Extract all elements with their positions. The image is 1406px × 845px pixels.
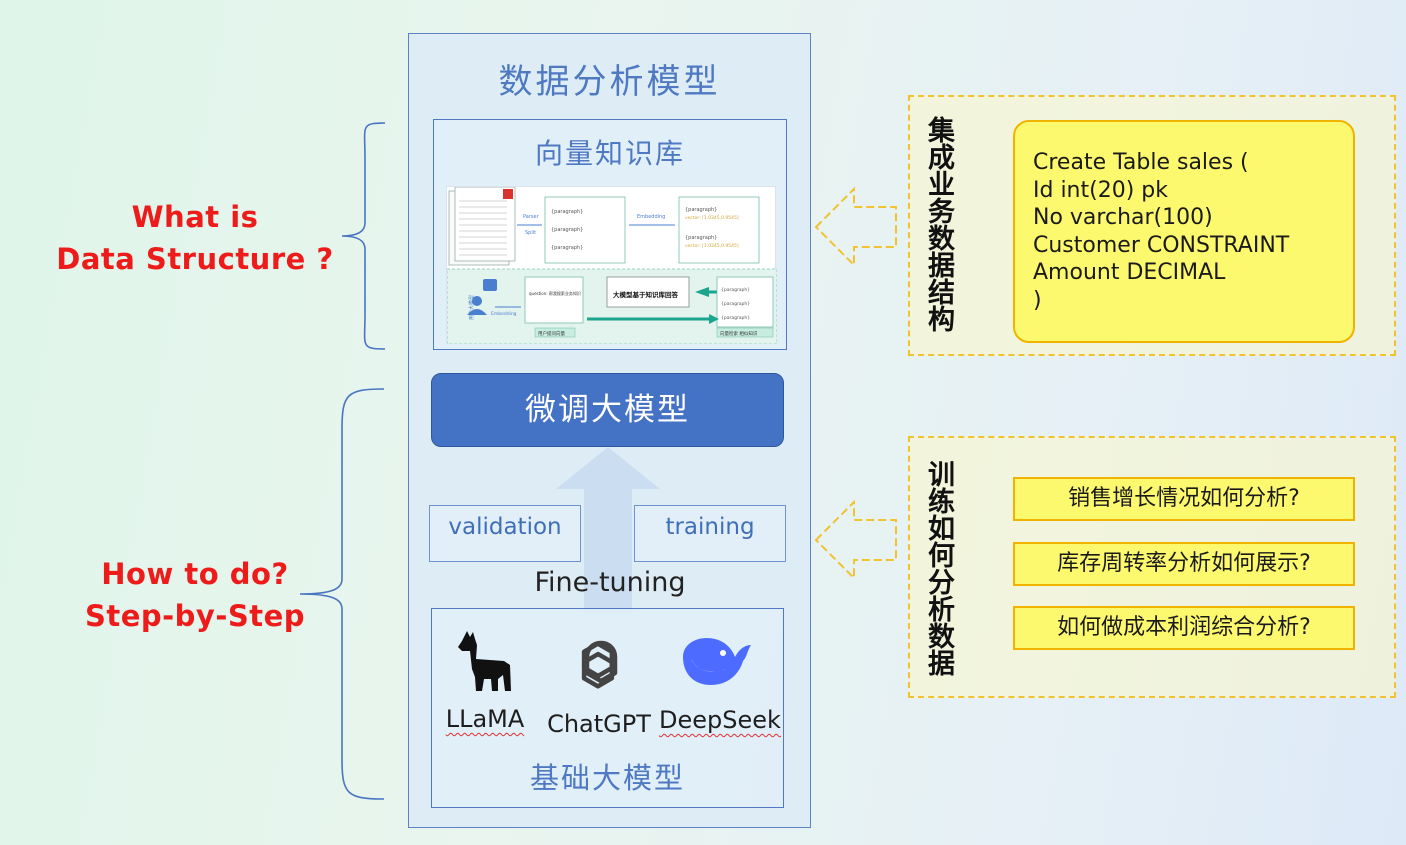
training-box: training: [634, 505, 786, 562]
chatgpt-label: ChatGPT: [547, 710, 651, 738]
code-line-6: ): [1033, 287, 1042, 313]
rag-diagram-image: Parser Split {paragraph} {paragraph} {pa…: [446, 186, 778, 345]
training-question-1: 销售增长情况如何分析?: [1013, 477, 1355, 521]
how-to-question: How to do? Step-by-Step: [50, 553, 340, 637]
query-text: question: 帮我搜索业务知识: [529, 290, 581, 296]
llama-icon: [458, 631, 511, 691]
embedding-bottom-label: Embedding: [491, 311, 517, 317]
retrieved-paragraph-3: {paragraph}: [721, 315, 750, 321]
deepseek-label: DeepSeek: [659, 706, 781, 734]
paragraph-2: {paragraph}: [551, 227, 583, 233]
schema-code-box: Create Table sales ( Id int(20) pk No va…: [1013, 120, 1355, 343]
split-label: Split: [525, 230, 536, 236]
what-line-1: What is: [131, 200, 259, 234]
schema-panel-title: 集成业务数据结构: [923, 116, 954, 332]
code-line-2: Id int(20) pk: [1033, 177, 1168, 203]
validation-box: validation: [429, 505, 581, 562]
how-line-1: How to do?: [101, 557, 289, 591]
vector-snip-1: vector: [1.0345,0.9545]: [685, 215, 739, 221]
how-line-2: Step-by-Step: [84, 599, 306, 633]
code-line-5: Amount DECIMAL: [1033, 260, 1226, 285]
code-line-4: Customer CONSTRAINT: [1033, 232, 1290, 258]
top-brace: [341, 122, 386, 350]
footer-right-label: 向量检索 相似知识: [720, 330, 758, 337]
parser-label: Parser: [523, 214, 540, 220]
paragraph-3: {paragraph}: [551, 245, 583, 251]
retrieved-paragraph-1: {paragraph}: [721, 287, 750, 293]
finetune-model-box: 微调大模型: [431, 373, 784, 447]
training-question-3: 如何做成本利润综合分析?: [1013, 606, 1355, 650]
vector-kb-title: 向量知识库: [534, 137, 685, 170]
base-model-box: LLaMA ChatGPT DeepSeek 基础大模型: [431, 608, 784, 808]
code-line-1: Create Table sales (: [1033, 150, 1249, 175]
side-user-label: 用户大模型: [468, 295, 475, 320]
schema-left-arrow: [814, 186, 897, 268]
deepseek-icon: [683, 637, 751, 685]
main-panel-title: 数据分析模型: [498, 62, 721, 102]
code-line-3: No varchar(100): [1033, 205, 1213, 230]
footer-left-label: 用户提问向量: [538, 330, 565, 337]
llama-label: LLaMA: [445, 705, 525, 733]
embedding-top-label: Embedding: [637, 214, 665, 220]
chatgpt-icon: [581, 640, 618, 689]
base-model-title: 基础大模型: [529, 761, 685, 795]
paragraph-1: {paragraph}: [551, 209, 583, 215]
what-line-2: Data Structure ?: [56, 242, 334, 276]
vector-paragraph-1: {paragraph}: [685, 207, 717, 213]
bottom-brace: [299, 388, 385, 800]
retrieved-paragraph-2: {paragraph}: [721, 301, 750, 307]
rag-diagram-svg: Parser Split {paragraph} {paragraph} {pa…: [446, 186, 778, 345]
vector-snip-2: vector: [1.0345,0.9545]: [685, 243, 739, 249]
fine-tuning-label: Fine-tuning: [534, 567, 686, 598]
fine-tuning-up-arrow: [556, 447, 660, 613]
training-question-2: 库存周转率分析如何展示?: [1013, 542, 1355, 586]
training-left-arrow: [814, 499, 897, 581]
llm-answer-label: 大模型基于知识库回答: [613, 290, 679, 299]
train-panel-title: 训练如何分析数据: [923, 460, 954, 676]
vector-paragraph-2: {paragraph}: [685, 235, 717, 241]
what-is-question: What is Data Structure ?: [50, 196, 340, 280]
